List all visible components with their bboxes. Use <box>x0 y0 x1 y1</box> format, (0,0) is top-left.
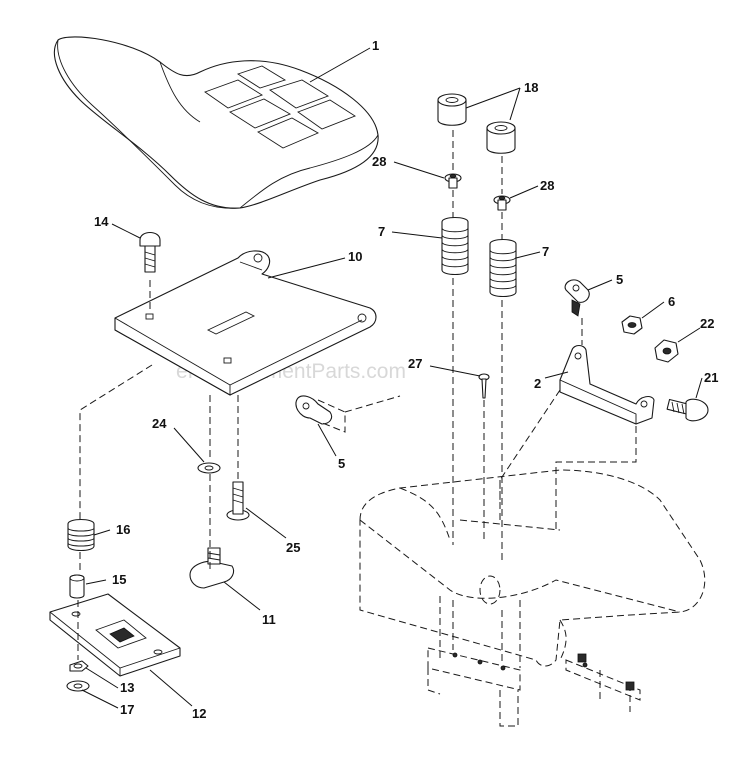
tractor-frame-outline <box>359 469 706 727</box>
callout-17: 17 <box>120 702 134 717</box>
callout-labels: 1 18 28 28 7 7 14 10 5 6 22 27 2 21 24 5… <box>94 38 718 721</box>
part-washer-24[interactable] <box>197 462 221 474</box>
callout-10: 10 <box>348 249 362 264</box>
part-seat-pan[interactable] <box>114 250 377 396</box>
part-screw-27[interactable] <box>478 373 490 399</box>
callout-1: 1 <box>372 38 379 53</box>
callout-13: 13 <box>120 680 134 695</box>
callout-5-left: 5 <box>338 456 345 471</box>
callout-14: 14 <box>94 214 109 229</box>
part-bolt-25[interactable] <box>226 481 250 521</box>
part-seat[interactable] <box>53 36 379 209</box>
seat-pads <box>204 65 356 149</box>
part-spring-7-right[interactable] <box>489 238 517 298</box>
part-clip-left[interactable] <box>295 395 346 433</box>
callout-5-right: 5 <box>616 272 623 287</box>
part-bumper-right[interactable] <box>486 121 516 154</box>
callout-6: 6 <box>668 294 675 309</box>
part-bumper-left[interactable] <box>437 93 467 126</box>
callout-12: 12 <box>192 706 206 721</box>
part-slide-plate[interactable] <box>49 593 181 677</box>
callout-28-right: 28 <box>540 178 554 193</box>
part-pivot-bracket[interactable] <box>559 344 655 425</box>
callout-2: 2 <box>534 376 541 391</box>
seat-pan-hole <box>145 313 154 320</box>
callout-7-left: 7 <box>378 224 385 239</box>
part-nut-6[interactable] <box>621 315 643 335</box>
part-spring-7-left[interactable] <box>441 216 469 276</box>
callout-15: 15 <box>112 572 126 587</box>
seat-pan-slot <box>206 311 256 335</box>
callout-24: 24 <box>152 416 167 431</box>
alignment-lines <box>77 130 637 664</box>
callout-27: 27 <box>408 356 422 371</box>
callout-7-right: 7 <box>542 244 549 259</box>
part-screw-28-left[interactable] <box>444 173 462 189</box>
part-spring-16[interactable] <box>67 518 95 552</box>
callout-18: 18 <box>524 80 538 95</box>
callout-25: 25 <box>286 540 300 555</box>
part-carriage-bolt[interactable] <box>139 231 161 273</box>
part-spacer-15[interactable] <box>69 574 85 599</box>
part-washer-17[interactable] <box>66 680 90 692</box>
seat-pan-hole <box>223 357 232 364</box>
callout-16: 16 <box>116 522 130 537</box>
callout-22: 22 <box>700 316 714 331</box>
part-bolt-21[interactable] <box>666 398 709 422</box>
callout-11: 11 <box>262 612 276 627</box>
part-clip-right[interactable] <box>564 279 590 317</box>
callout-28-left: 28 <box>372 154 386 169</box>
part-nut-22[interactable] <box>654 339 679 363</box>
part-nut-13[interactable] <box>69 660 89 672</box>
leader-lines <box>81 47 703 709</box>
part-screw-28-right[interactable] <box>493 195 511 211</box>
callout-21: 21 <box>704 370 718 385</box>
part-adjustment-knob[interactable] <box>189 547 235 589</box>
